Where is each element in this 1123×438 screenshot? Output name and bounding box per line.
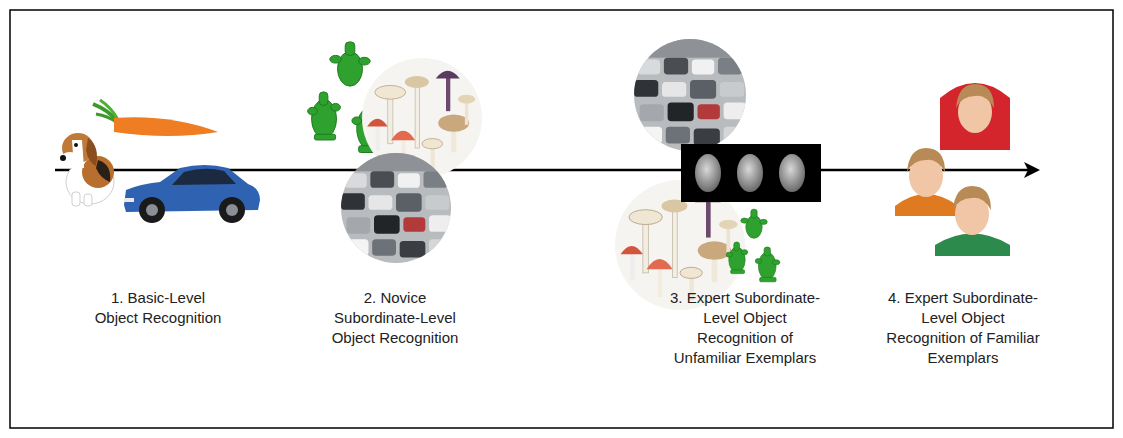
car-lot-circle (341, 153, 451, 263)
frame (10, 10, 1113, 428)
face-photo (895, 194, 958, 216)
face-photo (956, 84, 994, 108)
car-lot-circle (634, 39, 746, 151)
face-strip (681, 144, 821, 202)
beagle-picture (86, 138, 97, 166)
greeble-picture (726, 209, 780, 282)
greeble-picture (726, 209, 780, 282)
beagle-picture (60, 155, 66, 161)
carrot-picture (114, 117, 218, 136)
face-photo (940, 83, 1010, 150)
car-lot-circle (634, 39, 746, 151)
beagle-picture (60, 152, 80, 168)
beagle-picture (74, 143, 78, 147)
beagle-picture (82, 156, 114, 188)
car-picture (226, 204, 238, 216)
stage-label: 2. Novice Subordinate-Level Object Recog… (325, 288, 465, 348)
carrot-picture (93, 100, 218, 136)
face-photo (907, 148, 945, 172)
car-picture (139, 197, 165, 223)
stage-label: 4. Expert Subordinate-Level Object Recog… (883, 288, 1043, 368)
progress-arrow (1024, 162, 1040, 178)
beagle-picture (72, 192, 80, 206)
beagle-picture (96, 160, 110, 182)
stage-label: 1. Basic-Level Object Recognition (88, 288, 228, 328)
car-lot-circle (341, 153, 451, 263)
face-photo (935, 186, 1010, 256)
car-picture (219, 197, 245, 223)
car-lot-circle (634, 39, 746, 151)
beagle-picture (60, 133, 114, 206)
face-strip (779, 154, 805, 192)
stage-label: 3. Expert Subordinate-Level Object Recog… (665, 288, 825, 368)
car-picture (146, 204, 158, 216)
face-photo (895, 148, 958, 216)
face-strip (695, 154, 721, 192)
car-lot-circle (341, 153, 451, 263)
face-photo (953, 186, 991, 210)
beagle-picture (84, 194, 92, 206)
carrot-picture (96, 114, 116, 122)
face-strip (681, 144, 821, 202)
car-picture (124, 165, 260, 223)
car-picture (172, 169, 236, 185)
car-picture (124, 198, 134, 202)
face-photo (935, 234, 1010, 257)
face-photo (940, 83, 1010, 150)
face-strip (737, 154, 763, 192)
